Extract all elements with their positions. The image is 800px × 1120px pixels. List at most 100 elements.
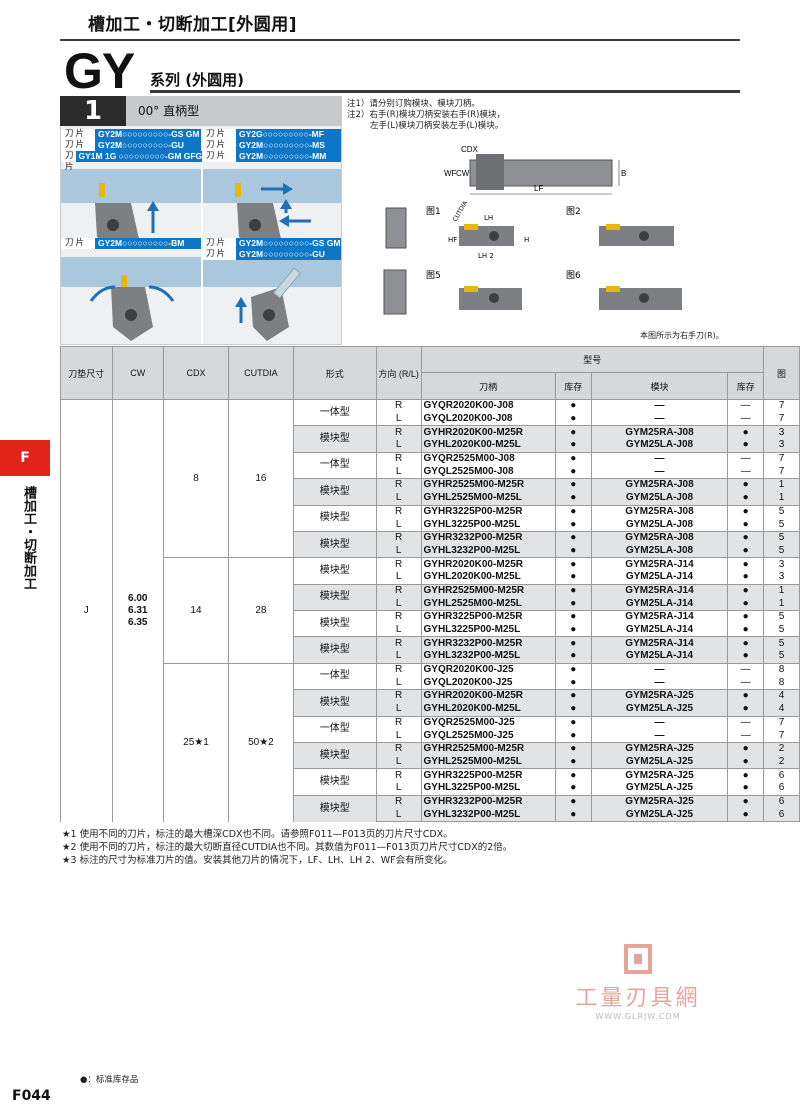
module-stock-cell: ● (727, 425, 765, 440)
figure-cell: 7 (763, 412, 800, 426)
shank-stock-cell: ● (554, 597, 592, 611)
fig6-label: 图6 (566, 270, 581, 281)
module-stock-cell: ● (727, 636, 765, 651)
series-name: GY (64, 43, 135, 99)
insert-label: 刀片 (202, 249, 236, 260)
insert-label: 刀片 (202, 140, 236, 151)
direction-cell: L (375, 570, 422, 585)
form-cell: 一体型 (292, 662, 377, 690)
module-stock-cell: ● (727, 781, 765, 796)
direction-cell: L (375, 544, 422, 558)
insert-code: GY2G○○○○○○○○○-MF (236, 129, 341, 140)
machining-illustration (61, 137, 341, 344)
direction-cell: L (375, 781, 422, 796)
figure-cell: 7 (763, 465, 800, 479)
form-cell: 模块型 (292, 425, 377, 453)
shank-code-cell: GYQR2525M00-J08 (420, 451, 556, 466)
note-line: 左手(L)模块刀柄安装左手(L)模块。 (370, 121, 504, 131)
form-cell: 一体型 (292, 398, 377, 426)
figure-cell: 5 (763, 544, 800, 558)
th-seat: 刀垫尺寸 (60, 346, 113, 400)
module-code-cell: GYM25RA-J25 (590, 741, 729, 756)
shank-stock-cell: ● (554, 478, 592, 492)
th-cdx: CDX (163, 346, 229, 400)
module-stock-cell: ● (727, 609, 765, 624)
figure-cell: 7 (763, 715, 800, 730)
module-code-cell: GYM25LA-J25 (590, 755, 729, 769)
cw-value: 6.31 (128, 604, 148, 616)
section-tab[interactable]: F (0, 440, 50, 476)
footnote-3: ★3 标注的尺寸为标准刀片的值。安装其他刀片的情况下，LF、LH、LH 2、WF… (62, 855, 453, 866)
figure-cell: 5 (763, 623, 800, 637)
figure-cell: 5 (763, 636, 800, 651)
figure-cell: 8 (763, 662, 800, 677)
form-cell: 模块型 (292, 504, 377, 532)
form-cell: 模块型 (292, 689, 377, 716)
seat-size-cell: J (60, 399, 113, 822)
shank-stock-cell: ● (554, 557, 592, 571)
direction-cell: L (375, 597, 422, 611)
shank-stock-cell: ● (554, 465, 592, 479)
section-tab-label: 槽加工・切断加工 (21, 486, 36, 590)
module-stock-cell: ● (727, 794, 765, 809)
shank-code-cell: GYHR2525M00-M25R (420, 741, 556, 756)
module-code-cell: GYM25LA-J25 (590, 781, 729, 796)
shank-stock-cell: ● (554, 689, 592, 703)
module-code-cell: GYM25RA-J14 (590, 583, 729, 598)
direction-cell: R (375, 478, 422, 492)
label-lh: LH (484, 214, 493, 222)
figure-cell: 5 (763, 518, 800, 532)
direction-cell: L (375, 650, 422, 664)
insert-label: 刀片 (202, 238, 236, 249)
module-code-cell: — (590, 662, 729, 677)
shank-code-cell: GYHL3225P00-M25L (420, 623, 556, 637)
insert-code: GY2M○○○○○○○○○-GU (95, 140, 201, 151)
cdx-cell: 8 (163, 398, 229, 558)
module-code-cell: GYM25RA-J08 (590, 425, 729, 440)
direction-cell: L (375, 702, 422, 716)
insert-label: 刀片 (202, 129, 236, 140)
fig2-label: 图2 (566, 206, 581, 217)
shank-code-cell: GYHR2020K00-M25R (420, 557, 556, 571)
shank-code-cell: GYHR3225P00-M25R (420, 609, 556, 624)
notes: 注1）请分别订购模块、模块刀柄。 注2）右手(R)模块刀柄安装右手(R)模块， … (347, 99, 505, 132)
shank-code-cell: GYHL3232P00-M25L (420, 544, 556, 558)
shank-stock-cell: ● (554, 570, 592, 585)
insert-label: 刀片 (202, 151, 236, 162)
right-hand-note: 本图所示为右手刀(R)。 (640, 331, 724, 340)
shank-code-cell: GYHL2020K00-M25L (420, 439, 556, 453)
label-cutdia: CUTDIA (452, 199, 470, 223)
module-code-cell: GYM25LA-J14 (590, 623, 729, 637)
module-code-cell: — (590, 398, 729, 413)
module-stock-cell: ● (727, 623, 765, 637)
module-code-cell: GYM25LA-J25 (590, 808, 729, 823)
cdx-cell: 14 (163, 557, 229, 664)
th-stock2: 库存 (727, 372, 765, 400)
direction-cell: R (375, 530, 422, 545)
module-code-cell: GYM25RA-J08 (590, 478, 729, 492)
module-stock-cell: ● (727, 557, 765, 571)
figure-cell: 6 (763, 794, 800, 809)
module-code-cell: GYM25LA-J14 (590, 570, 729, 585)
insert-label: 刀片 (61, 129, 95, 140)
module-stock-cell: ● (727, 583, 765, 598)
direction-cell: L (375, 518, 422, 532)
figure-cell: 7 (763, 398, 800, 413)
module-stock-cell: — (727, 398, 765, 413)
form-cell: 模块型 (292, 583, 377, 611)
module-stock-cell: ● (727, 650, 765, 664)
shank-stock-cell: ● (554, 741, 592, 756)
